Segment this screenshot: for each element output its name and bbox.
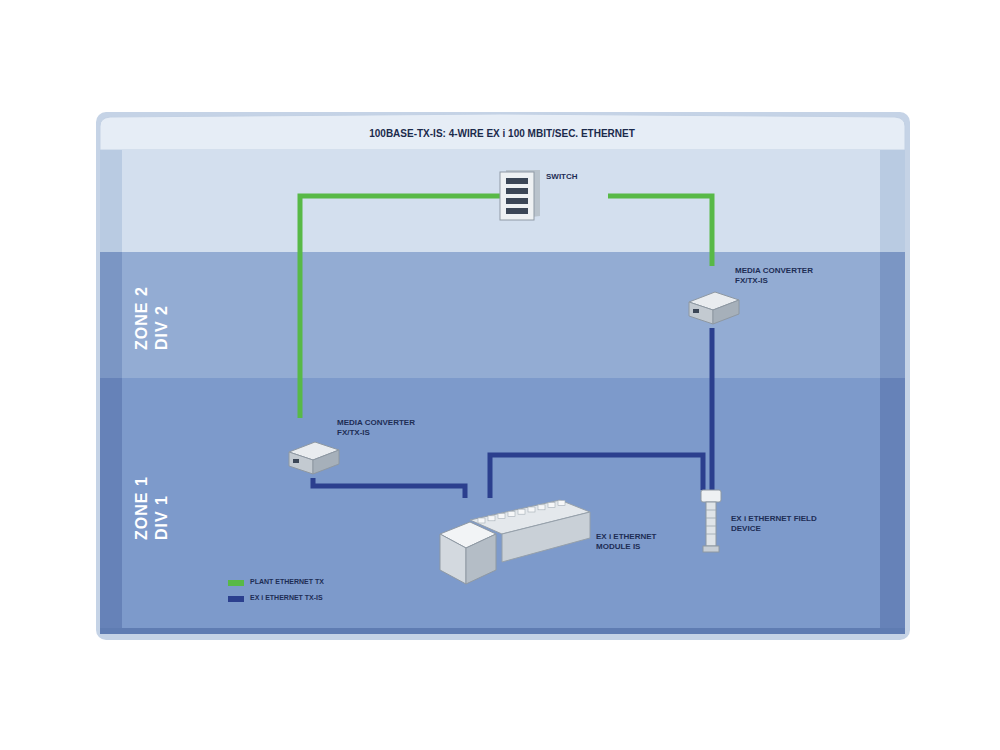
terminal-block (518, 509, 525, 514)
converter-port (293, 459, 299, 463)
converter-port (693, 309, 699, 313)
device-ring (706, 518, 716, 519)
legend-row: PLANT ETHERNET TX (228, 578, 368, 588)
switch-port (506, 178, 528, 184)
converter-front (689, 302, 713, 324)
device-node: MEDIA CONVERTER FX/TX-IS (685, 266, 837, 328)
band-side (880, 252, 905, 378)
safe-area-band (122, 150, 880, 252)
terminal-block (528, 507, 535, 512)
switch-body (500, 172, 534, 220)
module-rail-side (502, 512, 590, 562)
device-node: EX i ETHERNET FIELD DEVICE (697, 490, 823, 556)
device-label: MEDIA CONVERTER FX/TX-IS (735, 266, 835, 286)
zone1-band (122, 378, 880, 632)
band-side (100, 150, 122, 252)
panel-bottom (100, 628, 905, 634)
band-side (100, 252, 122, 378)
zone-band: ZONE 1 DIV 1 MEDIA CONVERTER FX/TX-IS EX i… (100, 378, 905, 632)
device-label: EX i ETHERNET MODULE IS (596, 532, 686, 552)
device-label: EX i ETHERNET FIELD DEVICE (731, 514, 821, 534)
module-icon (440, 498, 590, 586)
mc-icon (285, 440, 341, 476)
mc-icon (685, 290, 741, 326)
zone-label: ZONE 2 DIV 2 (132, 280, 172, 350)
panel-shadow (96, 112, 910, 640)
plant-ethernet-cable (300, 196, 500, 418)
field-icon (697, 490, 725, 554)
device-ring (706, 526, 716, 527)
zone-label: ZONE 1 DIV 1 (132, 470, 172, 540)
zone-band: ZONE 2 DIV 2 MEDIA CONVERTER FX/TX-IS (100, 252, 905, 378)
switch-port (506, 198, 528, 204)
converter-front (289, 452, 313, 474)
module-head-side (466, 534, 496, 584)
terminal-block (538, 505, 545, 510)
device-foot (703, 546, 719, 552)
terminal-block (478, 518, 485, 523)
plant-ethernet-cable (608, 196, 712, 266)
device-node: MEDIA CONVERTER FX/TX-IS (285, 418, 439, 478)
ex-ethernet-cable (490, 455, 703, 498)
band-side (880, 378, 905, 632)
band-side (880, 150, 905, 252)
module-head-front (440, 534, 466, 584)
switch-port (506, 188, 528, 194)
device-ring (706, 534, 716, 535)
switch-port (506, 208, 528, 214)
diagram-title: 100BASE-TX-IS: 4-WIRE EX i 100 MBIT/SEC.… (369, 128, 635, 139)
terminal-block (498, 514, 505, 519)
legend-text: EX i ETHERNET TX-IS (250, 594, 323, 601)
legend-swatch (228, 596, 244, 602)
converter-side (713, 300, 739, 324)
switch-icon (500, 170, 540, 220)
terminal-block (508, 511, 515, 516)
ex-ethernet-cable (313, 478, 465, 498)
device-node: SWITCH (500, 170, 608, 222)
device-label: MEDIA CONVERTER FX/TX-IS (337, 418, 437, 438)
ex-ethernet-cable (710, 328, 715, 490)
device-label: SWITCH (546, 172, 606, 182)
zone2-band (122, 252, 880, 378)
terminal-block (558, 500, 565, 505)
legend-swatch (228, 580, 244, 586)
title-bar (100, 114, 905, 150)
device-node: EX i ETHERNET MODULE IS (440, 498, 688, 588)
converter-side (313, 450, 339, 474)
device-head (701, 490, 721, 502)
legend-text: PLANT ETHERNET TX (250, 578, 324, 585)
legend-row: EX i ETHERNET TX-IS (228, 594, 368, 604)
device-body (706, 502, 716, 546)
terminal-block (488, 516, 495, 521)
terminal-block (548, 503, 555, 508)
device-ring (706, 510, 716, 511)
band-side (100, 378, 122, 632)
